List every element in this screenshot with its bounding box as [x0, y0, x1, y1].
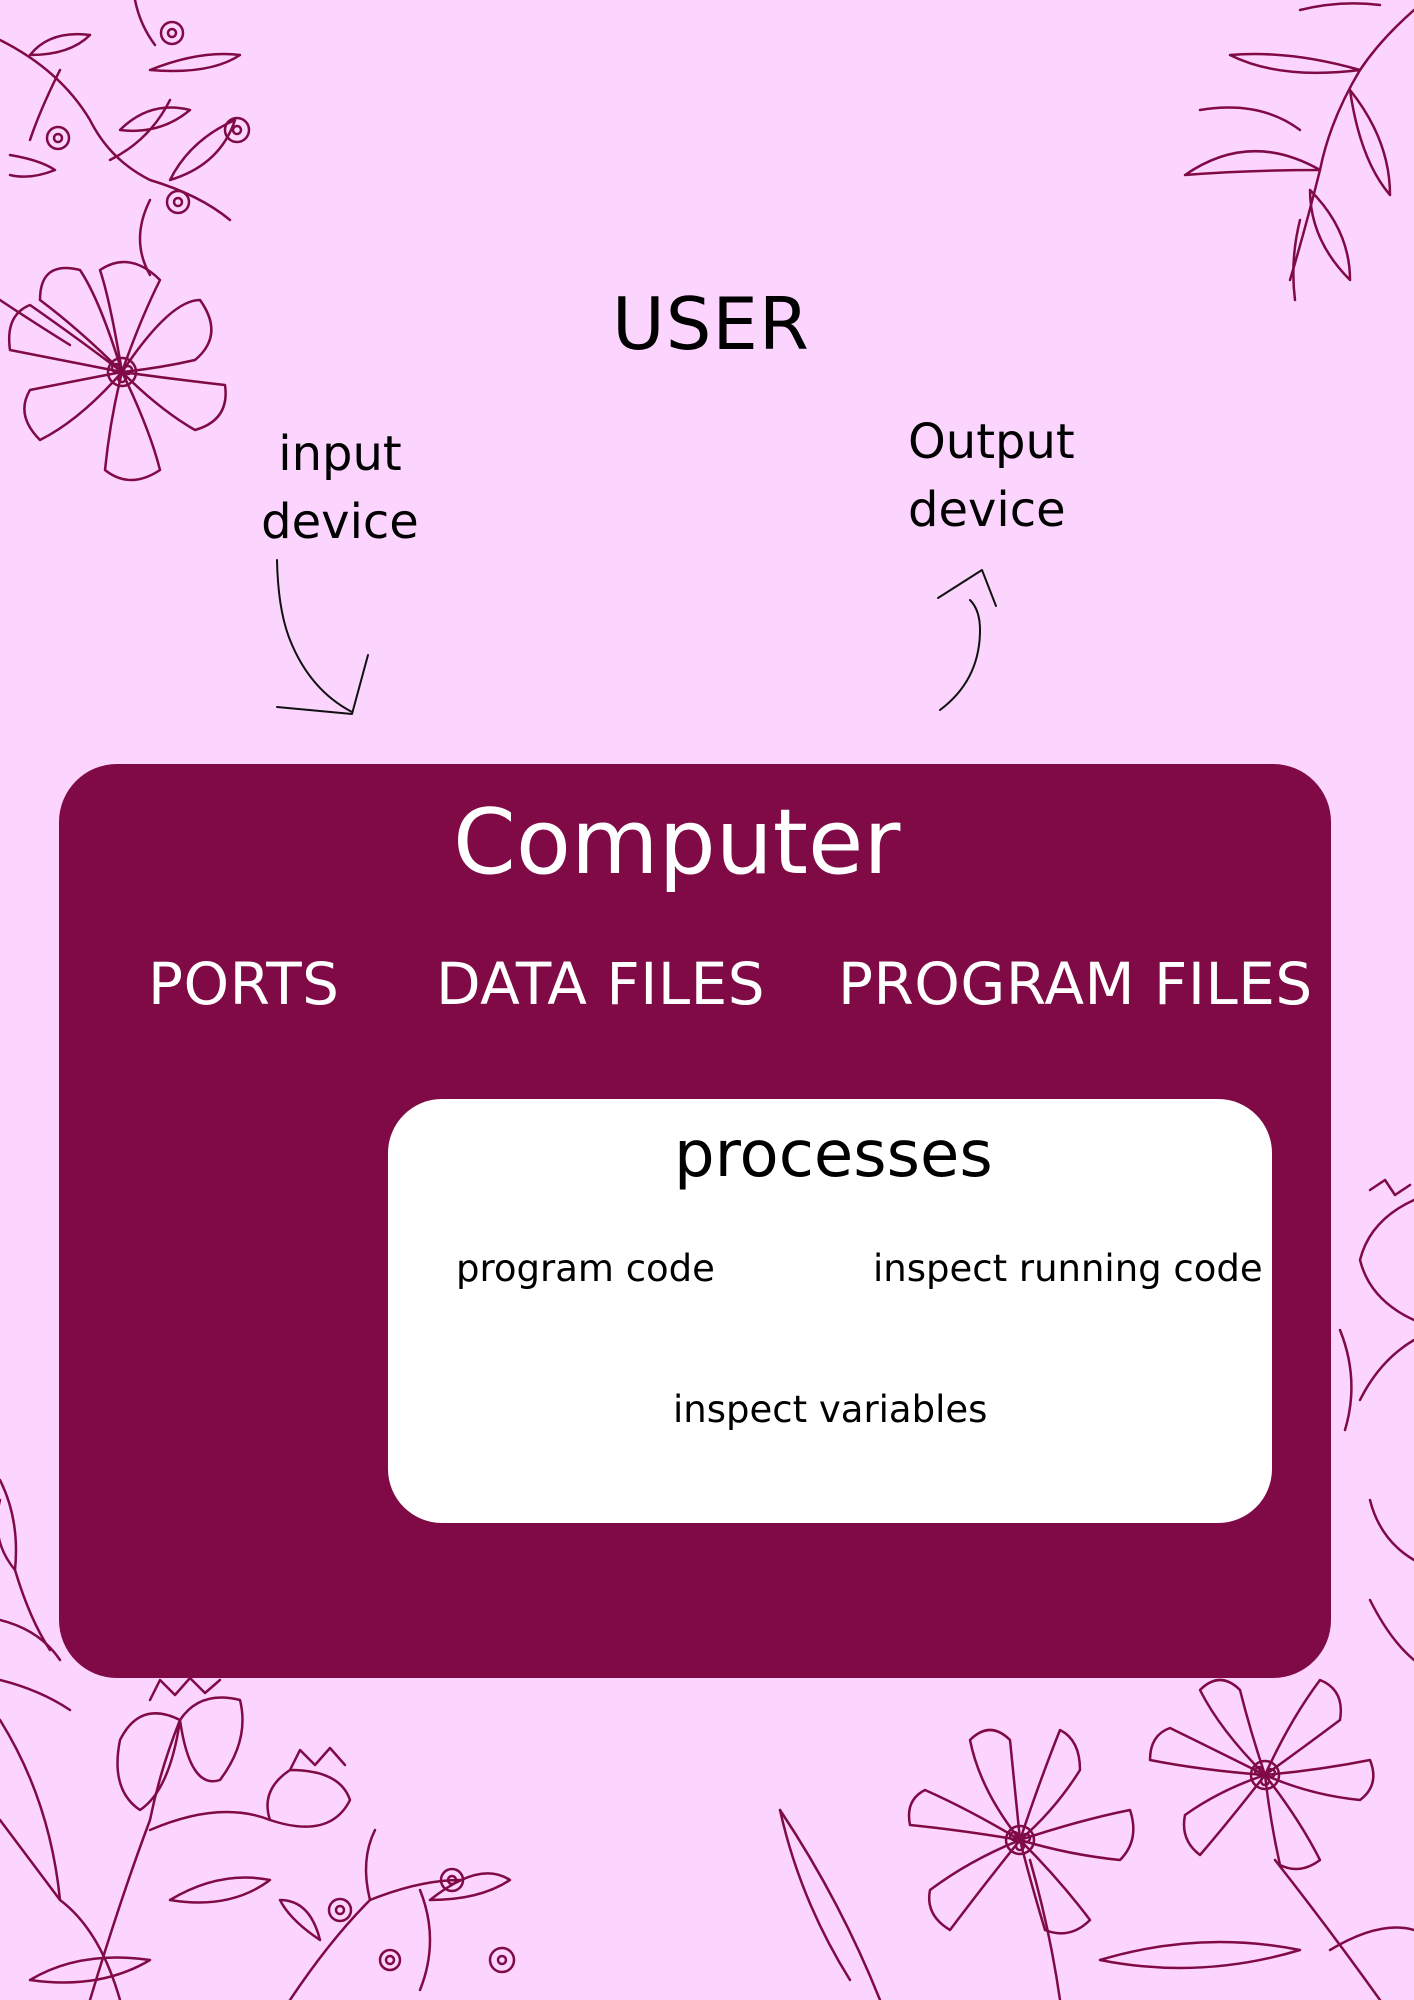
inspect-running-code-label: inspect running code — [873, 1247, 1263, 1290]
ports-label: PORTS — [148, 950, 340, 1018]
processes-box — [388, 1099, 1272, 1523]
computer-title: Computer — [453, 790, 901, 895]
berry-branch-bottom — [278, 1828, 516, 2000]
program-code-label: program code — [456, 1247, 715, 1290]
curved-arrow-down — [276, 559, 353, 713]
berry-branch-top-left — [0, 0, 251, 277]
tulips-bottom-left — [0, 1676, 352, 2000]
inspect-variables-label: inspect variables — [673, 1388, 988, 1431]
data-files-label: DATA FILES — [436, 950, 766, 1018]
arrow-up-head — [937, 569, 997, 607]
flower-bottom-middle — [778, 1728, 1135, 2000]
arrow-down-head — [276, 654, 369, 715]
curved-arrow-up — [939, 599, 981, 711]
flower-bottom-right — [1098, 1678, 1414, 2000]
flower-top-left — [0, 260, 227, 482]
input-device-label: input device — [261, 426, 419, 550]
leaf-branch-top-right — [1183, 2, 1414, 302]
processes-title: processes — [674, 1118, 993, 1192]
user-label: USER — [612, 282, 810, 366]
tulip-right — [1338, 1178, 1414, 1662]
program-files-label: PROGRAM FILES — [838, 950, 1313, 1018]
output-device-label: Output device — [908, 414, 1075, 538]
